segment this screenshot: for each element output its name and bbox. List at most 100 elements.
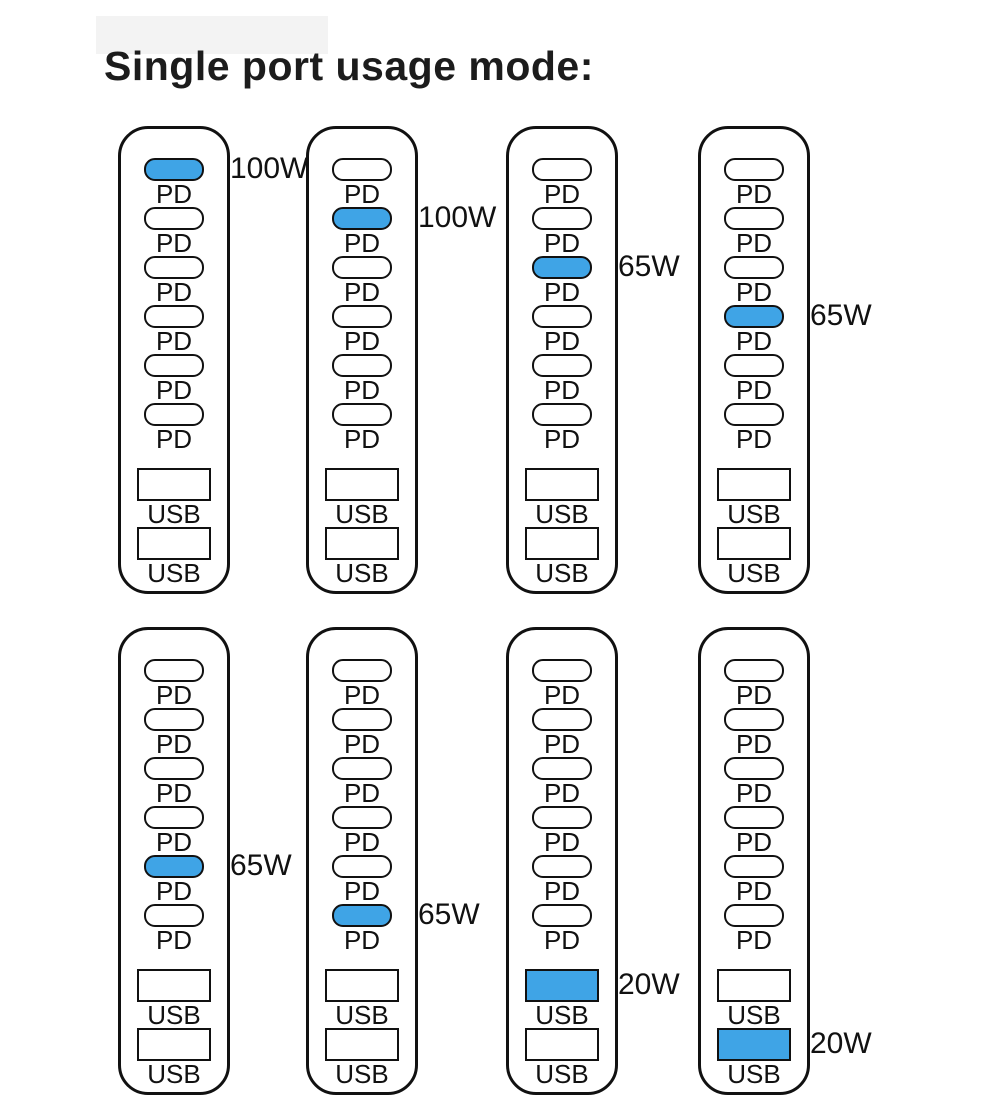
port-label: PD — [155, 827, 193, 857]
port-7-usb: USB — [121, 969, 227, 1028]
port-label: USB — [535, 1000, 589, 1030]
port-2-pd: PD — [121, 708, 227, 757]
watt-label: 100W — [418, 201, 497, 234]
pd-port-shape — [724, 757, 784, 780]
port-label: USB — [335, 1059, 389, 1089]
pd-port-shape-highlighted — [724, 305, 784, 328]
port-label: USB — [535, 1059, 589, 1089]
port-label: PD — [343, 228, 381, 258]
port-7-usb: USB — [701, 468, 807, 527]
port-label: PD — [343, 827, 381, 857]
port-label: PD — [155, 424, 193, 454]
port-label: PD — [543, 228, 581, 258]
pd-port-shape — [144, 305, 204, 328]
port-5-pd: PD — [121, 354, 227, 403]
port-2-pd: PD — [701, 708, 807, 757]
pd-port-shape — [332, 305, 392, 328]
port-1-pd: PD — [509, 158, 615, 207]
port-8-usb: USB — [701, 527, 807, 586]
port-6-pd: PD — [509, 403, 615, 452]
port-2-pd: PD — [509, 207, 615, 256]
usb-port-shape — [137, 969, 211, 1002]
usb-port-shape — [137, 468, 211, 501]
port-4-pd: PD — [509, 305, 615, 354]
port-label: PD — [155, 925, 193, 955]
pd-port-shape — [532, 659, 592, 682]
port-label: PD — [155, 680, 193, 710]
pd-port-shape — [144, 708, 204, 731]
usb-port-shape — [717, 527, 791, 560]
pd-port-shape — [144, 207, 204, 230]
port-1-pd: PD — [121, 659, 227, 708]
port-label: USB — [535, 499, 589, 529]
port-4-pd: PD — [121, 806, 227, 855]
pd-port-shape-highlighted — [332, 904, 392, 927]
port-label: PD — [735, 729, 773, 759]
pd-port-shape — [724, 659, 784, 682]
port-label: USB — [147, 1059, 201, 1089]
port-5-pd: PD — [309, 855, 415, 904]
pd-port-shape-highlighted — [144, 158, 204, 181]
port-label: PD — [343, 179, 381, 209]
port-label: PD — [735, 277, 773, 307]
port-label: PD — [735, 925, 773, 955]
usb-port-shape — [325, 1028, 399, 1061]
port-label: PD — [155, 228, 193, 258]
pd-port-shape — [532, 855, 592, 878]
usb-port-shape — [325, 969, 399, 1002]
usb-port-shape — [717, 969, 791, 1002]
port-label: USB — [147, 499, 201, 529]
page-title: Single port usage mode: — [104, 43, 594, 89]
port-label: PD — [543, 925, 581, 955]
port-label: PD — [343, 778, 381, 808]
port-label: PD — [155, 277, 193, 307]
port-label: PD — [155, 778, 193, 808]
port-label: USB — [727, 558, 781, 588]
port-label: PD — [343, 729, 381, 759]
watt-label: 65W — [618, 250, 680, 283]
pd-port-shape — [532, 806, 592, 829]
port-label: PD — [343, 925, 381, 955]
pd-port-shape — [532, 403, 592, 426]
pd-port-shape — [724, 904, 784, 927]
pd-port-shape — [724, 806, 784, 829]
port-6-pd: PD — [701, 904, 807, 953]
port-7-usb: USB — [509, 468, 615, 527]
port-label: PD — [543, 179, 581, 209]
port-label: PD — [155, 729, 193, 759]
port-label: PD — [735, 827, 773, 857]
pd-port-shape — [144, 904, 204, 927]
port-6-pd: PD — [509, 904, 615, 953]
pd-port-shape — [724, 708, 784, 731]
pd-port-shape — [724, 158, 784, 181]
port-1-pd: PD — [701, 659, 807, 708]
pd-port-shape — [332, 354, 392, 377]
usb-port-shape — [525, 468, 599, 501]
port-2-pd: PD 100W — [309, 203, 496, 258]
port-label: PD — [543, 876, 581, 906]
port-8-usb: USB — [309, 527, 415, 586]
port-2-pd: PD — [309, 708, 415, 757]
usb-port-shape — [325, 527, 399, 560]
port-label: USB — [335, 558, 389, 588]
port-label: PD — [343, 680, 381, 710]
port-label: PD — [543, 326, 581, 356]
port-label: PD — [543, 827, 581, 857]
pd-port-shape — [332, 806, 392, 829]
pd-port-shape — [332, 403, 392, 426]
port-label: USB — [727, 499, 781, 529]
port-8-usb: USB — [509, 527, 615, 586]
port-label: PD — [155, 179, 193, 209]
port-label: PD — [155, 876, 193, 906]
port-8-usb: USB — [121, 1028, 227, 1087]
port-1-pd: PD — [309, 158, 415, 207]
port-5-pd: PD — [701, 855, 807, 904]
port-label: PD — [735, 876, 773, 906]
pd-port-shape — [532, 158, 592, 181]
port-label: PD — [343, 424, 381, 454]
